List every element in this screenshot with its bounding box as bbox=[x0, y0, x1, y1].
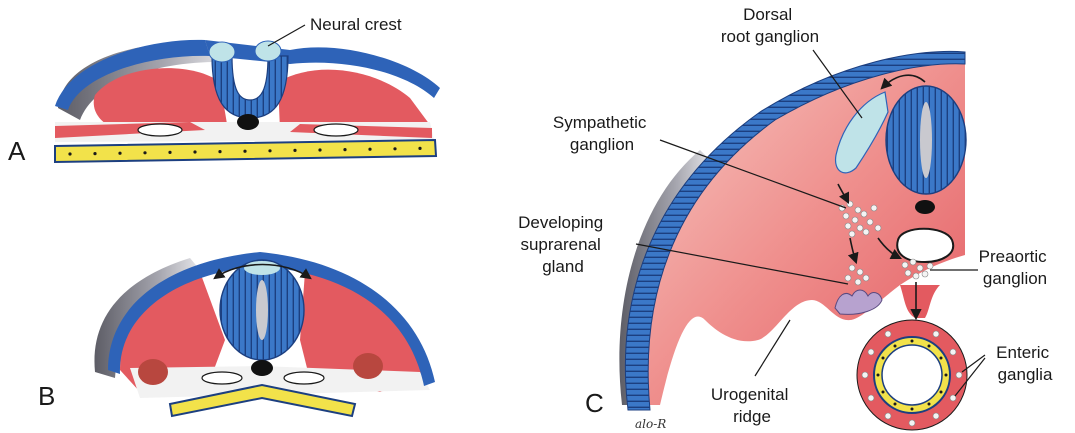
panel-a: Neural crest A bbox=[8, 15, 440, 166]
panel-b-letter: B bbox=[38, 381, 55, 411]
neural-crest-right bbox=[255, 41, 281, 61]
panel-c-mesentery bbox=[900, 285, 940, 318]
panel-c: Dorsal root ganglion Sympathetic ganglio… bbox=[518, 5, 1054, 431]
suprarenal-label: Developing suprarenal gland bbox=[518, 213, 608, 276]
panel-b: B bbox=[38, 252, 435, 416]
panel-b-nephric-right bbox=[353, 353, 383, 379]
panel-b-neural-crest bbox=[244, 261, 280, 275]
dorsal-root-ganglion-label: Dorsal root ganglion bbox=[721, 5, 819, 46]
urogenital-ridge-label: Urogenital ridge bbox=[711, 385, 793, 426]
panel-c-letter: C bbox=[585, 388, 604, 418]
artist-signature: alo-R bbox=[635, 417, 666, 431]
panel-b-nephric-left bbox=[138, 359, 168, 385]
preaortic-ganglion-label: Preaortic ganglion bbox=[979, 247, 1052, 288]
panel-a-aorta-right bbox=[314, 124, 358, 136]
panel-c-notochord bbox=[915, 200, 935, 214]
panel-c-aorta bbox=[897, 229, 953, 262]
panel-c-neural-canal bbox=[920, 102, 932, 178]
panel-b-aorta-left bbox=[202, 372, 242, 384]
neural-crest-label: Neural crest bbox=[310, 15, 402, 34]
enteric-ganglia-label: Enteric ganglia bbox=[996, 343, 1054, 384]
sympathetic-ganglion-label: Sympathetic ganglion bbox=[553, 113, 651, 154]
panel-b-notochord bbox=[251, 360, 273, 376]
neural-crest-leader bbox=[268, 25, 305, 46]
panel-a-letter: A bbox=[8, 136, 26, 166]
panel-a-notochord bbox=[237, 114, 259, 130]
neural-crest-left bbox=[209, 42, 235, 62]
panel-a-aorta-left bbox=[138, 124, 182, 136]
panel-b-neural-canal bbox=[256, 280, 268, 340]
gut-lumen bbox=[882, 345, 942, 405]
panel-b-aorta-right bbox=[284, 372, 324, 384]
